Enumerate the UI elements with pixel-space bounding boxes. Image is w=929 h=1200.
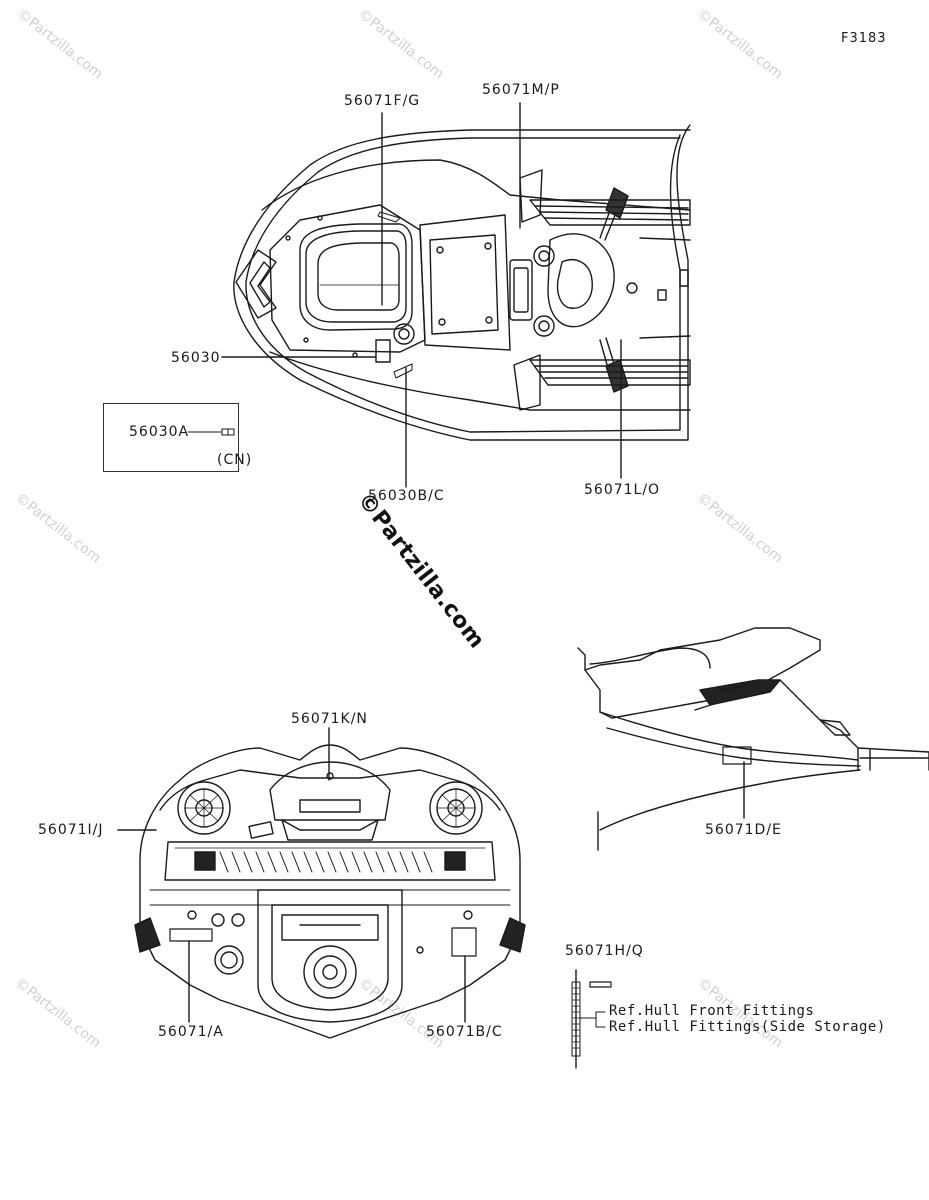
ref-hull-side-storage-fittings: Ref.Hull Fittings(Side Storage) <box>609 1019 886 1035</box>
callout-56071kn: 56071K/N <box>291 711 368 727</box>
callout-56071mp: 56071M/P <box>482 82 560 98</box>
callout-56071lo: 56071L/O <box>584 482 661 498</box>
callout-56030: 56030 <box>171 350 221 366</box>
callout-56071fg: 56071F/G <box>344 93 421 109</box>
callout-56071hq: 56071H/Q <box>565 943 644 959</box>
reference-fittings <box>571 969 612 1069</box>
ref-hull-front-fittings: Ref.Hull Front Fittings <box>609 1003 815 1019</box>
watercraft-top-view <box>233 124 691 441</box>
callout-cn: (CN) <box>217 452 253 468</box>
china-variant-inset <box>103 403 239 472</box>
callout-56071a: 56071/A <box>158 1024 224 1040</box>
callout-56071ij: 56071I/J <box>38 822 104 838</box>
callout-56030bc: 56030B/C <box>368 488 445 504</box>
callout-56071bc: 56071B/C <box>426 1024 503 1040</box>
callout-56030a: 56030A <box>129 424 190 440</box>
side-storage-view <box>577 627 929 851</box>
callout-56071de: 56071D/E <box>705 822 782 838</box>
watercraft-rear-view <box>134 744 526 1039</box>
figure-code: F3183 <box>841 31 887 46</box>
